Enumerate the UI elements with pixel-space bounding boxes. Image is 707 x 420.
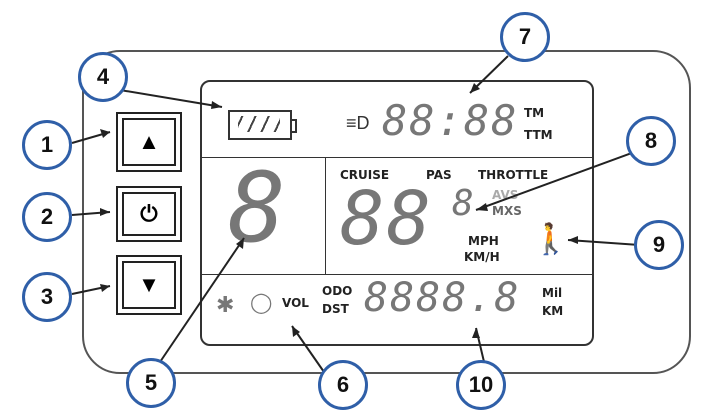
lcd-screen: ≡D 88:88 TM TTM 8 CRUISE PAS THROTTLE 88… (200, 80, 594, 346)
callout-7: 7 (500, 12, 550, 62)
callout-8: 8 (626, 116, 676, 166)
bluetooth-icon: ✱ (216, 292, 235, 317)
down-arrow-icon: ▼ (138, 272, 160, 297)
walk-assist-icon: 🚶 (532, 223, 570, 256)
km-label: KM (542, 304, 564, 318)
display-housing (82, 50, 691, 374)
cruise-label: CRUISE (340, 168, 390, 182)
callout-9: 9 (634, 220, 684, 270)
callout-10: 10 (456, 360, 506, 410)
vol-label: VOL (282, 296, 309, 310)
callout-2: 2 (22, 192, 72, 242)
mph-label: MPH (468, 234, 499, 248)
callout-3: 3 (22, 272, 72, 322)
down-button[interactable]: ▼ (116, 255, 182, 315)
callout-5: 5 (126, 358, 176, 408)
battery-icon (228, 110, 297, 140)
headlight-icon: ≡D (346, 113, 370, 133)
up-arrow-icon: ▲ (138, 129, 160, 154)
leader-9 (567, 239, 641, 246)
callout-4: 4 (78, 52, 128, 102)
power-button[interactable]: ⏻ (116, 186, 182, 242)
horn-icon: ◯ (250, 292, 273, 314)
throttle-label: THROTTLE (478, 168, 549, 182)
ttm-label: TTM (524, 128, 553, 142)
leader-4 (119, 89, 223, 108)
kmh-label: KM/H (464, 250, 500, 264)
power-icon: ⏻ (140, 201, 158, 226)
dst-label: DST (322, 302, 349, 316)
lcd-divider-bottom (202, 274, 592, 275)
callout-6: 6 (318, 360, 368, 410)
level-digit: 8 (452, 183, 476, 224)
speed-digits: 88 (340, 176, 434, 262)
mxs-label: MXS (492, 204, 522, 218)
up-button[interactable]: ▲ (116, 112, 182, 172)
lcd-divider-mid (325, 157, 326, 274)
tm-label: TM (524, 106, 545, 120)
odo-label: ODO (322, 284, 353, 298)
pas-level-digit: 8 (228, 152, 288, 264)
leader-5 (159, 237, 245, 363)
callout-1: 1 (22, 120, 72, 170)
mil-label: Mil (542, 286, 563, 300)
lcd-divider-top (202, 157, 592, 158)
odo-digits: 8888.8 (364, 275, 521, 321)
time-digits: 88:88 (382, 96, 519, 145)
pas-label: PAS (426, 168, 452, 182)
avs-label: AVS (492, 188, 519, 202)
leader-8 (475, 149, 641, 211)
